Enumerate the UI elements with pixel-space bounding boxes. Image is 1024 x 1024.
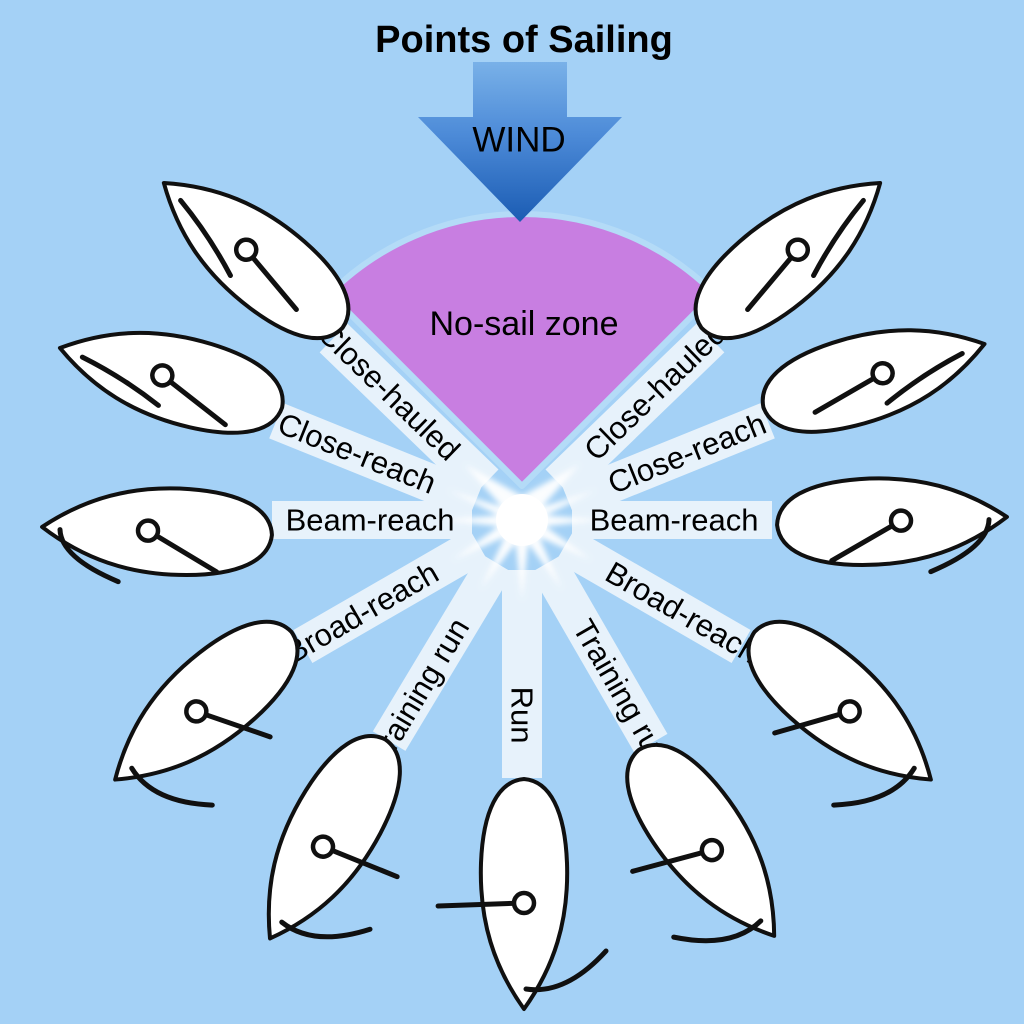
spoke-close-hauled-right [545,323,725,499]
spoke-label-run: Run [505,687,540,744]
spoke-band [502,570,542,778]
boat-close-hauled-right [693,180,883,341]
hull [113,619,300,782]
center-glow [496,494,548,546]
spoke-band [561,403,775,519]
boat-broad-reach-left [113,619,300,808]
mast-circle [699,837,725,863]
jib-curve [57,527,121,585]
boat-beam-reach-left [40,486,274,585]
spoke-close-hauled-left [319,323,499,499]
spoke-band [269,403,483,519]
jib-curve [831,765,917,808]
spoke-label-beam-reach-left: Beam-reach [286,503,455,538]
spoke-run [502,570,542,778]
jib-curve [178,197,233,279]
wind-arrow-shape [418,62,622,222]
boat-run [435,777,609,1011]
boat-close-reach-right [760,328,987,434]
mast-circle [310,834,336,859]
hull [266,734,402,941]
spoke-band [293,528,489,663]
jib-curve [79,354,161,408]
spoke-band [545,323,725,499]
hull [625,743,777,938]
boat-close-reach-left [57,330,285,435]
sailboats [40,180,1009,1011]
mast-circle [785,237,811,262]
spoke-band [555,528,751,663]
spoke-training-run-left [372,553,513,751]
mast-circle [184,699,209,724]
wind-label: WIND [472,121,565,160]
boat-close-hauled-left [161,180,351,341]
mast-circle [870,360,895,386]
spoke-close-reach-right [561,403,775,519]
mast-circle [837,699,862,724]
spoke-close-reach-left [269,403,483,519]
boom-line [812,370,886,415]
spoke-band [272,501,472,539]
boom-line [193,708,273,740]
jib-curve [279,919,373,940]
boom-line [745,247,801,312]
boat-training-run-left [266,734,402,941]
spoke-broad-reach-left [293,528,489,663]
mast-circle [233,237,259,262]
boat-broad-reach-right [746,619,933,808]
spoke-broad-reach-right [555,528,751,663]
mast-circle [135,518,161,543]
spoke-band [572,501,772,539]
jib-curve [884,351,965,406]
boom-line [772,708,853,736]
diagram-title: Points of Sailing [375,19,673,61]
spoke-beam-reach-left [272,501,472,539]
boom-line [159,372,228,428]
spoke-training-run-right [530,553,668,753]
jib-curve [129,765,215,808]
jib-curve [811,197,866,279]
spoke-band [372,553,513,751]
boat-beam-reach-right [775,476,1009,575]
wind-arrow-icon: WIND [418,62,622,222]
mast-circle [511,890,537,916]
spoke-beam-reach-right [572,501,772,539]
spoke-bands [269,323,775,778]
boom-line [145,528,220,575]
no-sail-zone-label: No-sail zone [430,305,619,343]
mast-circle [150,363,175,388]
boom-line [630,847,715,874]
jib-curve [523,948,609,993]
boat-training-run-right [625,743,777,944]
spoke-label-beam-reach-right: Beam-reach [590,503,759,538]
mast-circle [888,508,914,533]
jib-curve [671,918,764,944]
boom-line [320,844,400,880]
spoke-band [319,323,499,499]
boom-line [243,247,299,312]
boom-line [435,900,527,909]
boom-line [829,518,904,564]
jib-curve [928,517,992,575]
hull [746,619,933,782]
spoke-band [530,553,668,753]
